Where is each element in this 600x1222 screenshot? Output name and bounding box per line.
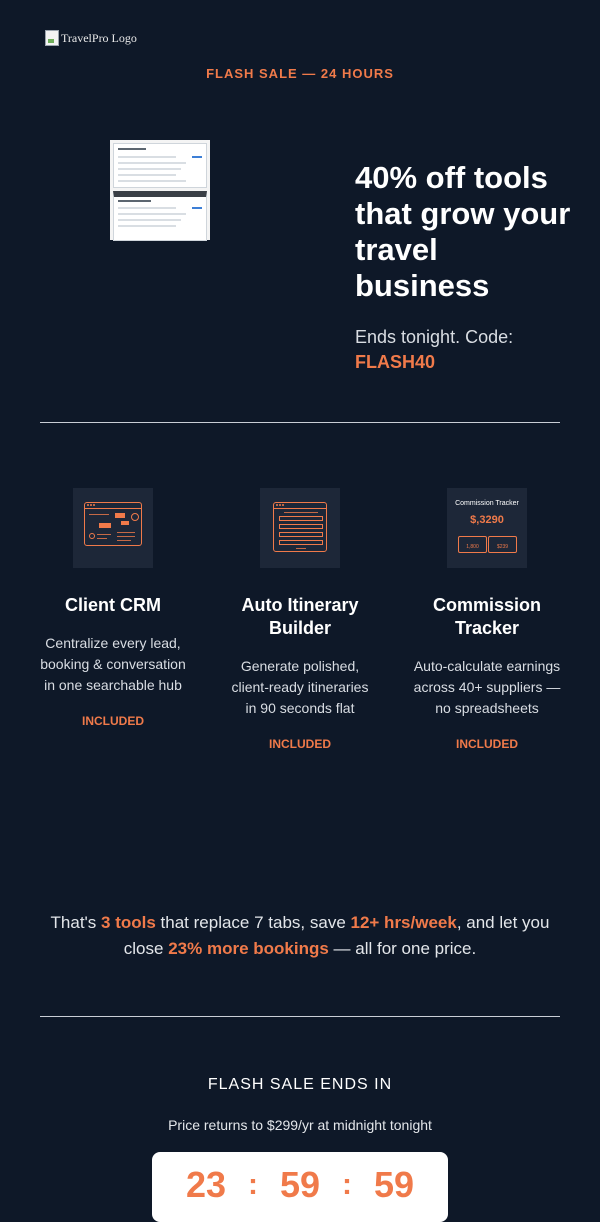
- timer-minutes: 59: [279, 1164, 321, 1205]
- timer-separator: :: [342, 1168, 352, 1201]
- countdown-timer: 23 : 59 : 59: [152, 1152, 448, 1222]
- feature-client-crm: Client CRM Centralize every lead, bookin…: [38, 488, 188, 728]
- feature-description: Generate polished, client-ready itinerar…: [231, 658, 369, 716]
- tracker-icon-amount: $,3290: [470, 514, 504, 526]
- feature-title: Client CRM: [65, 595, 161, 615]
- tracker-icon-title: Commission Tracker: [455, 500, 519, 507]
- summary-highlight: 12+ hrs/week: [350, 913, 457, 932]
- included-badge: INCLUDED: [456, 737, 518, 751]
- tracker-icon-box-left: 1,800: [458, 536, 487, 553]
- timer-separator: :: [248, 1168, 258, 1201]
- summary-text: That's: [50, 913, 102, 932]
- feature-description: Auto-calculate earnings across 40+ suppl…: [413, 658, 561, 716]
- section-divider: [40, 422, 560, 423]
- countdown-subtitle: Price returns to $299/yr at midnight ton…: [168, 1117, 432, 1133]
- feature-title: Commission Tracker: [432, 595, 542, 638]
- feature-commission-tracker: Commission Tracker $,3290 1,800 $239 Com…: [412, 488, 562, 751]
- timer-hours: 23: [185, 1164, 227, 1205]
- timer-seconds: 59: [373, 1164, 415, 1205]
- included-badge: INCLUDED: [269, 737, 331, 751]
- logo-alt-text: TravelPro Logo: [61, 30, 137, 45]
- hero-subtext: Ends tonight. Code: FLASH40: [355, 325, 575, 375]
- value-summary: That's 3 tools that replace 7 tabs, save…: [40, 910, 560, 962]
- countdown-title: FLASH SALE ENDS IN: [207, 1076, 393, 1093]
- summary-text: — all for one price.: [328, 939, 477, 958]
- promo-code: FLASH40: [355, 352, 436, 372]
- brand-logo[interactable]: TravelPro Logo: [45, 30, 137, 46]
- included-badge: INCLUDED: [82, 714, 144, 728]
- summary-highlight: 3 tools: [101, 913, 156, 932]
- itinerary-form-icon: [260, 488, 340, 568]
- crm-dashboard-icon: [73, 488, 153, 568]
- section-divider: [40, 1016, 560, 1017]
- screenshot-panel-top: [113, 143, 207, 188]
- summary-text: , and let you close: [123, 913, 550, 958]
- screenshot-panel-bottom: [113, 191, 207, 241]
- flash-sale-eyebrow: FLASH SALE — 24 HOURS: [206, 66, 394, 81]
- feature-description: Centralize every lead, booking & convers…: [40, 635, 186, 693]
- tracker-icon-box-right: $239: [488, 536, 517, 553]
- product-screenshot: [110, 140, 210, 241]
- commission-tracker-icon: Commission Tracker $,3290 1,800 $239: [447, 488, 527, 568]
- feature-auto-itinerary-builder: Auto Itinerary Builder Generate polished…: [225, 488, 375, 751]
- hero-subtext-label: Ends tonight. Code:: [355, 327, 514, 347]
- summary-highlight: 23% more bookings: [168, 939, 329, 958]
- summary-text: that replace 7 tabs, save: [155, 913, 351, 932]
- hero-headline: 40% off tools that grow your travel busi…: [355, 160, 571, 303]
- broken-image-icon: [45, 30, 59, 46]
- feature-title: Auto Itinerary Builder: [241, 595, 359, 638]
